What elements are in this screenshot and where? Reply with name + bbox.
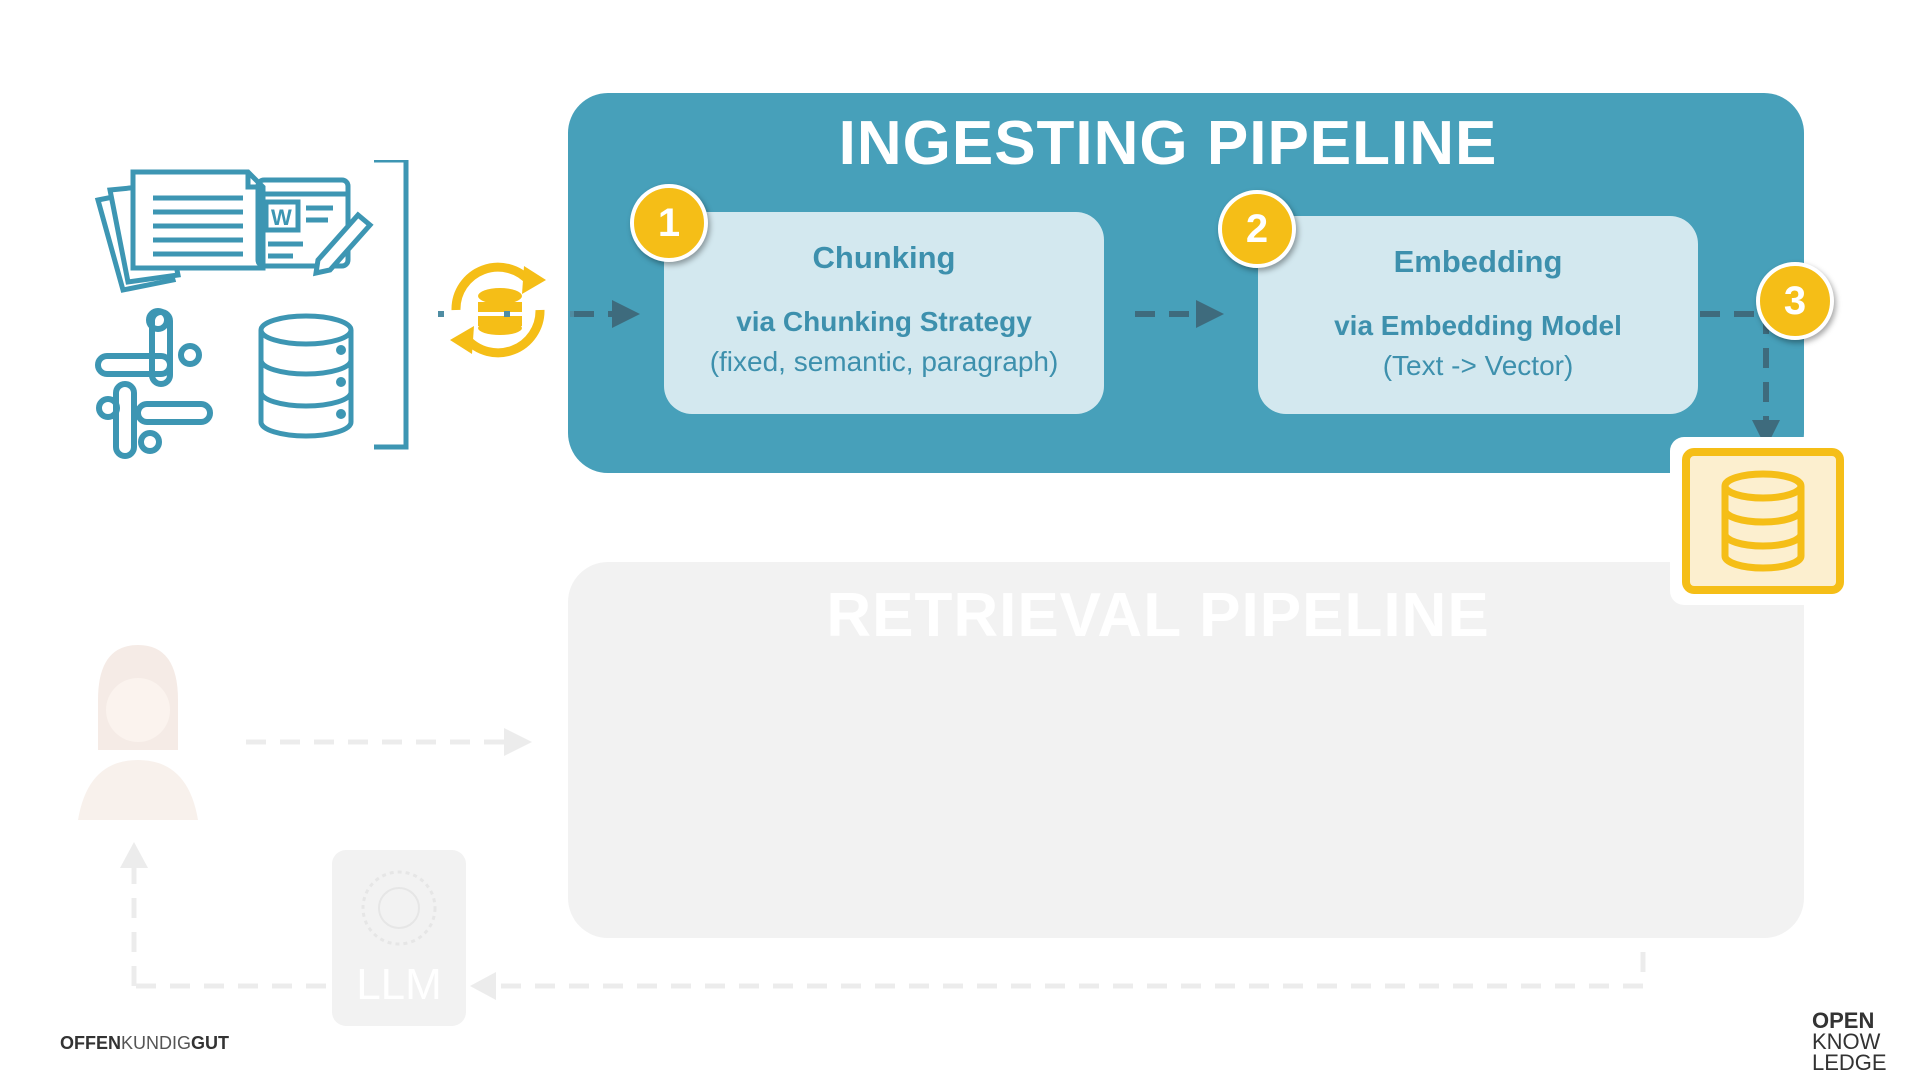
brand-right-line2: KNOW xyxy=(1812,1029,1881,1054)
word-document-icon: W xyxy=(255,177,374,277)
brand-right-logo: OPEN KNOW LEDGE xyxy=(1812,1008,1887,1075)
brand-left-part3: GUT xyxy=(191,1033,230,1053)
source-icons-svg: W xyxy=(94,157,409,459)
step-badge-2: 2 xyxy=(1218,190,1296,268)
svg-text:W: W xyxy=(271,205,292,230)
documents-icon xyxy=(94,169,266,293)
step-badge-1: 1 xyxy=(630,184,708,262)
chunking-title: Chunking xyxy=(812,240,956,275)
sync-database-icon xyxy=(438,250,558,370)
retrieval-pipeline-title: RETRIEVAL PIPELINE xyxy=(826,581,1490,650)
database-icon xyxy=(258,313,354,439)
source-icons: W xyxy=(78,157,418,460)
llm-card xyxy=(332,850,466,1026)
vector-database-icon xyxy=(1682,448,1844,594)
embedding-title: Embedding xyxy=(1393,244,1563,279)
chunking-step: Chunking via Chunking Strategy (fixed, s… xyxy=(664,212,1104,414)
ingesting-pipeline-title: INGESTING PIPELINE xyxy=(838,109,1498,178)
user-avatar-icon xyxy=(78,640,198,820)
retrieval-pipeline-panel xyxy=(568,562,1804,938)
embedding-step: Embedding via Embedding Model (Text -> V… xyxy=(1258,216,1698,414)
bracket-icon xyxy=(374,157,409,450)
embedding-note: (Text -> Vector) xyxy=(1382,350,1574,381)
brand-left-logo: OFFENKUNDIGGUT xyxy=(60,1033,229,1054)
step-badge-3: 3 xyxy=(1756,262,1834,340)
slack-icon xyxy=(95,308,213,459)
chunking-subtitle: via Chunking Strategy xyxy=(736,306,1032,337)
brand-left-part2: KUNDIG xyxy=(121,1033,192,1053)
brand-right-line1: OPEN xyxy=(1812,1008,1875,1033)
brand-right-line3: LEDGE xyxy=(1812,1050,1887,1075)
brand-left-part1: OFFEN xyxy=(60,1033,121,1053)
embedding-subtitle: via Embedding Model xyxy=(1334,310,1622,341)
llm-brain-icon xyxy=(361,870,437,946)
chunking-note: (fixed, semantic, paragraph) xyxy=(709,346,1059,377)
llm-label: LLM xyxy=(356,960,442,1009)
